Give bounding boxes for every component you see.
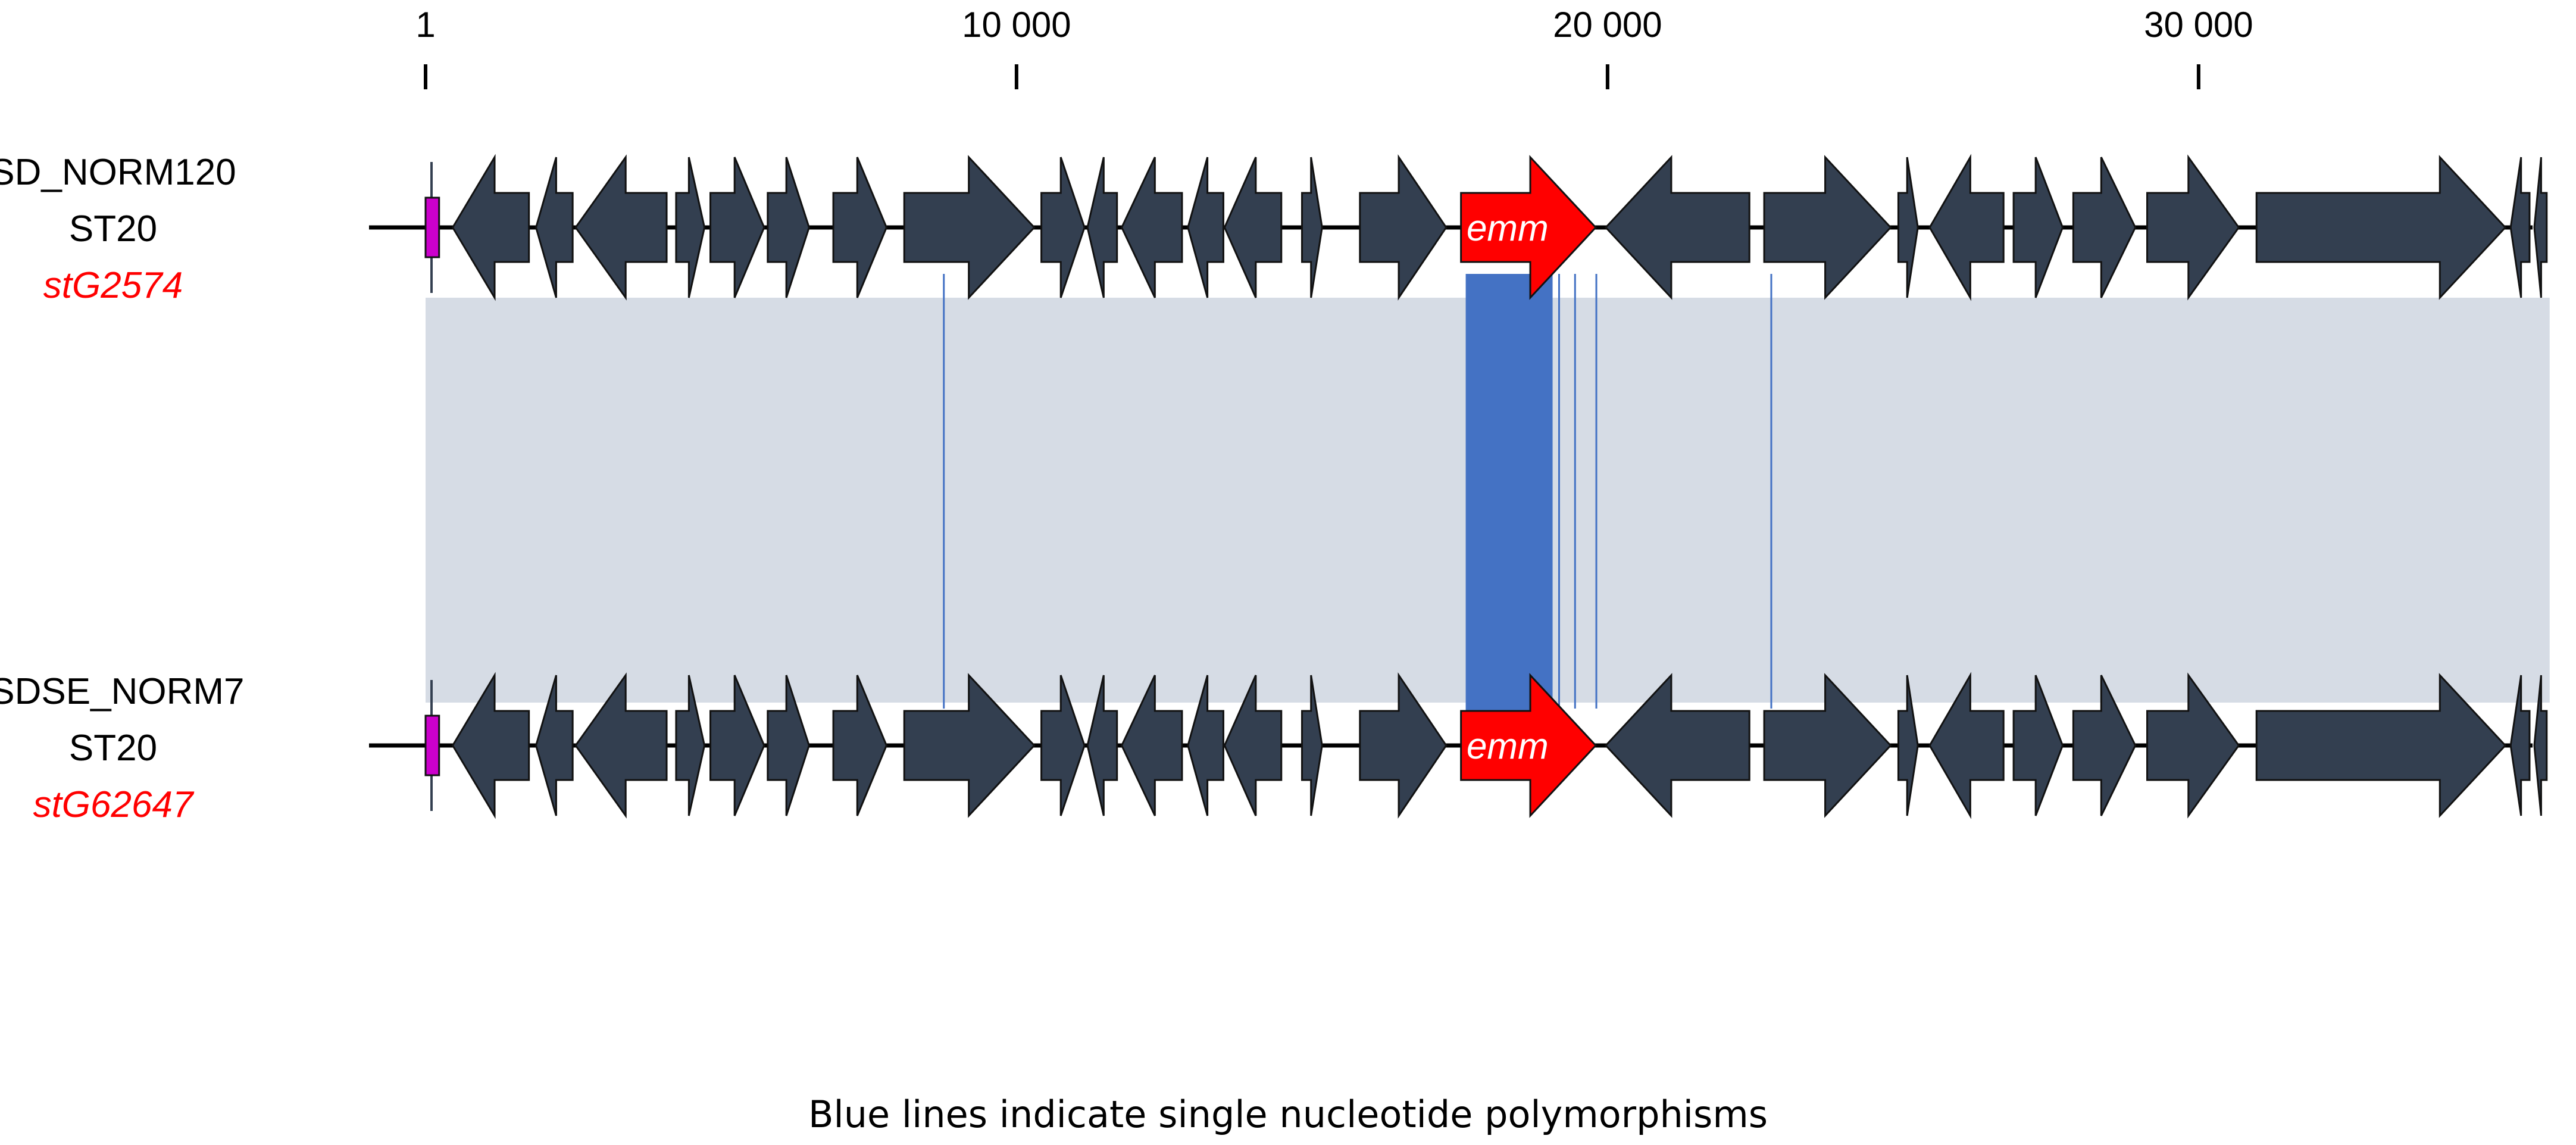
gene-layer: emm emm [424, 154, 2548, 819]
gene-arrow [675, 675, 706, 816]
gene-arrow [1120, 675, 1183, 816]
strain-name: SD_NORM120 [0, 152, 236, 193]
gene-arrow [2509, 675, 2531, 816]
gene-arrow [1301, 157, 1323, 298]
gene-arrow [1928, 154, 2005, 301]
scale-tick-label: 30 000 [2144, 5, 2253, 45]
sequence-type: ST20 [69, 728, 157, 769]
gene-arrow [2072, 675, 2137, 816]
gene-arrow [535, 675, 574, 816]
gene-arrow [2533, 675, 2548, 816]
gene-arrow [2146, 154, 2240, 301]
start-marker [424, 715, 440, 776]
gene-arrow [1897, 157, 1919, 298]
gene-arrow [1897, 675, 1919, 816]
gene-arrow [535, 157, 574, 298]
gene-arrow [709, 675, 765, 816]
gene-arrow [1301, 675, 1323, 816]
gene-arrow [1763, 673, 1892, 818]
gene-arrow [832, 157, 888, 298]
gene-arrow [767, 675, 810, 816]
gene-arrow [574, 154, 668, 301]
track-label-top: SD_NORM120 ST20 stG2574 [0, 152, 236, 306]
gene-arrow [2146, 672, 2240, 819]
emm-label: emm [1467, 208, 1549, 249]
emm-label: emm [1467, 726, 1549, 767]
gene-arrow [2012, 157, 2064, 298]
caption: Blue lines indicate single nucleotide po… [808, 1093, 1768, 1136]
gene-arrow [2255, 155, 2507, 300]
gene-arrow [1040, 157, 1086, 298]
gene-arrow [767, 157, 810, 298]
gene-arrow [1604, 155, 1750, 300]
gene-arrow [1928, 672, 2005, 819]
sequence-type: ST20 [69, 208, 157, 249]
gene-arrow [1086, 157, 1118, 298]
gene-arrow [903, 155, 1036, 300]
gene-arrow [1223, 675, 1283, 816]
emm-gene-arrow [1460, 673, 1598, 818]
gene-arrow [2509, 157, 2531, 298]
gene-arrow [1187, 157, 1224, 298]
gene-arrow [2012, 675, 2064, 816]
start-marker [424, 196, 440, 258]
gene-arrow [1359, 154, 1448, 301]
allele-name: stG62647 [33, 784, 195, 825]
gene-arrow [1763, 155, 1892, 300]
scale-tick-label: 10 000 [962, 5, 1071, 45]
scale-bar: 1 10 000 20 000 30 000 [415, 5, 2253, 89]
gene-arrow [574, 672, 668, 819]
gene-arrow [832, 675, 888, 816]
gene-arrow [2072, 157, 2137, 298]
gene-arrow [903, 673, 1036, 818]
gene-arrow [1086, 675, 1118, 816]
allele-name: stG2574 [43, 265, 183, 306]
homology-region-layer [426, 274, 2550, 726]
gene-arrow [2533, 157, 2548, 298]
track-label-bottom: iSDSE_NORM7 ST20 stG62647 [0, 671, 245, 825]
emm-gene-arrow [1460, 155, 1598, 300]
gene-arrow [1120, 157, 1183, 298]
gene-arrow [1187, 675, 1224, 816]
gene-arrow [1604, 673, 1750, 818]
scale-tick-label: 20 000 [1553, 5, 1662, 45]
snp-cluster [1465, 274, 1553, 726]
gene-arrow [1359, 672, 1448, 819]
strain-name: iSDSE_NORM7 [0, 671, 245, 712]
scale-tick-label: 1 [415, 5, 435, 45]
gene-arrow [451, 154, 530, 301]
gene-arrow [1040, 675, 1086, 816]
gene-arrow [451, 672, 530, 819]
gene-arrow [709, 157, 765, 298]
gene-arrow [2255, 673, 2507, 818]
gene-arrow [1223, 157, 1283, 298]
gene-arrow [675, 157, 706, 298]
